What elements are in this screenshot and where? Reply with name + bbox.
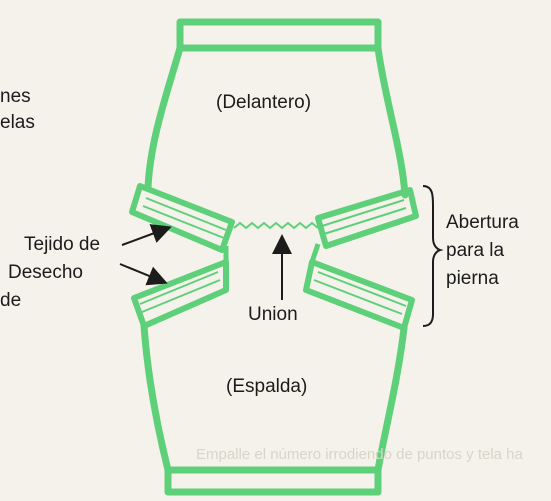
waste-label-line2: Desecho — [8, 262, 83, 283]
union-label: Union — [248, 304, 298, 325]
front-right-cuff — [315, 187, 419, 249]
cut-off-text-1: nes — [0, 86, 31, 107]
background-text-fragment: Empalle el número irrodiendo de puntos y… — [196, 446, 523, 463]
right-crotch-edge — [309, 243, 321, 263]
back-label: (Espalda) — [226, 376, 308, 397]
waste-arrow-lower — [119, 263, 168, 286]
back-right-cuff — [303, 259, 415, 331]
front-left-cuff — [129, 183, 235, 253]
front-label: (Delantero) — [216, 92, 312, 113]
back-left-cuff — [131, 259, 229, 329]
leg-opening-label-line1: Abertura — [446, 212, 519, 233]
waste-arrow-upper — [121, 224, 172, 246]
front-panel — [144, 18, 409, 199]
cut-off-text-2: elas — [0, 112, 35, 133]
leg-opening-label-line2: para la — [446, 240, 505, 261]
leg-opening-label-line3: pierna — [446, 268, 499, 289]
leg-opening-bracket — [422, 185, 444, 327]
back-panel — [140, 322, 408, 496]
waste-label-line1: Tejido de — [24, 234, 101, 255]
union-seam — [233, 221, 319, 230]
cut-off-text-3: de — [0, 290, 22, 311]
